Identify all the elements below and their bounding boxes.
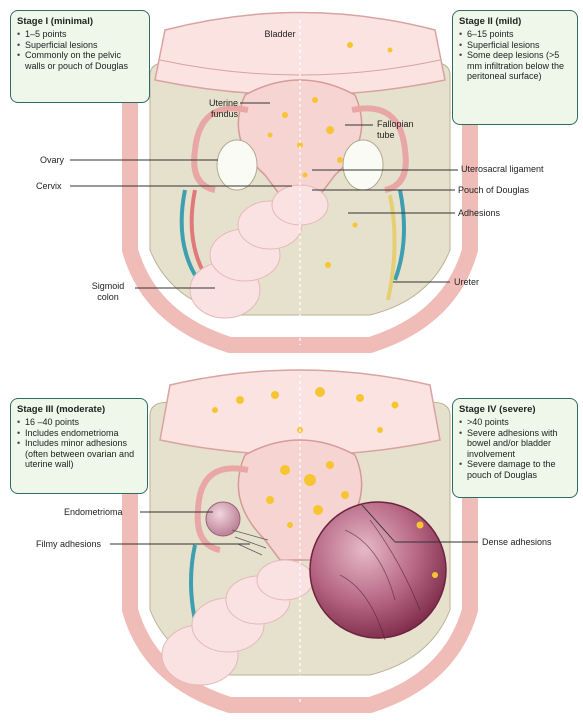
label-dense-adhesions: Dense adhesions	[482, 537, 552, 548]
label-adhesions: Adhesions	[458, 208, 500, 219]
stage-1-item: Superficial lesions	[17, 40, 143, 51]
label-uterosacral-ligament: Uterosacral ligament	[461, 164, 544, 175]
label-sigmoid-colon: Sigmoid colon	[85, 281, 131, 302]
stage-1-item: Commonly on the pelvic walls or pouch of…	[17, 50, 143, 71]
label-cervix: Cervix	[36, 181, 62, 192]
stage-2-item: 6–15 points	[459, 29, 571, 40]
stage-1-list: 1–5 points Superficial lesions Commonly …	[17, 29, 143, 71]
ovary-left-top	[217, 140, 257, 190]
stage-1-title: Stage I (minimal)	[17, 16, 143, 27]
bottom-panel-anatomy	[110, 370, 478, 705]
label-ureter: Ureter	[454, 277, 479, 288]
stage-2-item: Some deep lesions (>5 mm infiltration be…	[459, 50, 571, 82]
stage-3-box: Stage III (moderate) 16 –40 points Inclu…	[10, 398, 148, 494]
stage-1-item: 1–5 points	[17, 29, 143, 40]
stage-3-title: Stage III (moderate)	[17, 404, 141, 415]
label-uterine-fundus: Uterine fundus	[198, 98, 238, 119]
label-endometrioma: Endometrioma	[64, 507, 123, 518]
label-ovary: Ovary	[40, 155, 64, 166]
stage-4-item: Severe adhesions with bowel and/or bladd…	[459, 428, 571, 460]
stage-2-list: 6–15 points Superficial lesions Some dee…	[459, 29, 571, 82]
stage-3-list: 16 –40 points Includes endometrioma Incl…	[17, 417, 141, 470]
stage-3-item: 16 –40 points	[17, 417, 141, 428]
stage-2-item: Superficial lesions	[459, 40, 571, 51]
stage-4-title: Stage IV (severe)	[459, 404, 571, 415]
stage-1-box: Stage I (minimal) 1–5 points Superficial…	[10, 10, 150, 103]
label-pouch-of-douglas: Pouch of Douglas	[458, 185, 529, 196]
stage-4-item: Severe damage to the pouch of Douglas	[459, 459, 571, 480]
stage-4-list: >40 points Severe adhesions with bowel a…	[459, 417, 571, 480]
stage-3-item: Includes minor adhesions (often between …	[17, 438, 141, 470]
stage-4-item: >40 points	[459, 417, 571, 428]
label-filmy-adhesions: Filmy adhesions	[36, 539, 101, 550]
label-bladder: Bladder	[255, 29, 305, 40]
label-fallopian-tube: Fallopian tube	[377, 119, 422, 140]
ovary-right-top	[343, 140, 383, 190]
stage-2-title: Stage II (mild)	[459, 16, 571, 27]
stage-2-box: Stage II (mild) 6–15 points Superficial …	[452, 10, 578, 125]
stage-4-box: Stage IV (severe) >40 points Severe adhe…	[452, 398, 578, 498]
stage-3-item: Includes endometrioma	[17, 428, 141, 439]
